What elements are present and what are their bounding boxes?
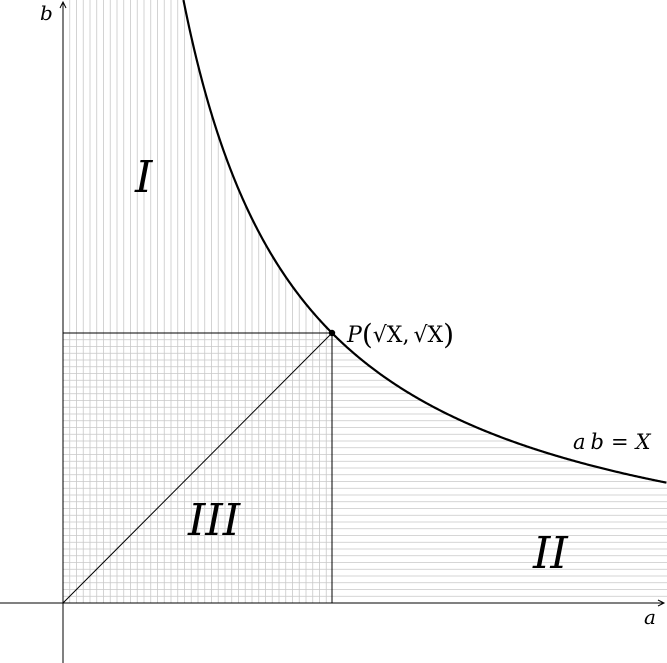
diagonal-line xyxy=(62,332,333,604)
y-axis-label: b xyxy=(40,1,53,25)
y-axis-arrow-icon xyxy=(59,0,67,9)
x-axis-label: a xyxy=(644,605,656,629)
x-axis-arrow-icon xyxy=(657,599,666,607)
point-p-label: P(√X,√X) xyxy=(346,318,454,351)
hyperbola-curve xyxy=(182,0,667,484)
point-p-marker xyxy=(328,329,336,337)
region-two-label: II xyxy=(532,528,569,579)
region-one-label: I xyxy=(134,152,154,203)
region-three-hatching xyxy=(63,333,332,603)
region-one-hatching xyxy=(69,0,327,333)
region-three-label: III xyxy=(187,495,242,546)
